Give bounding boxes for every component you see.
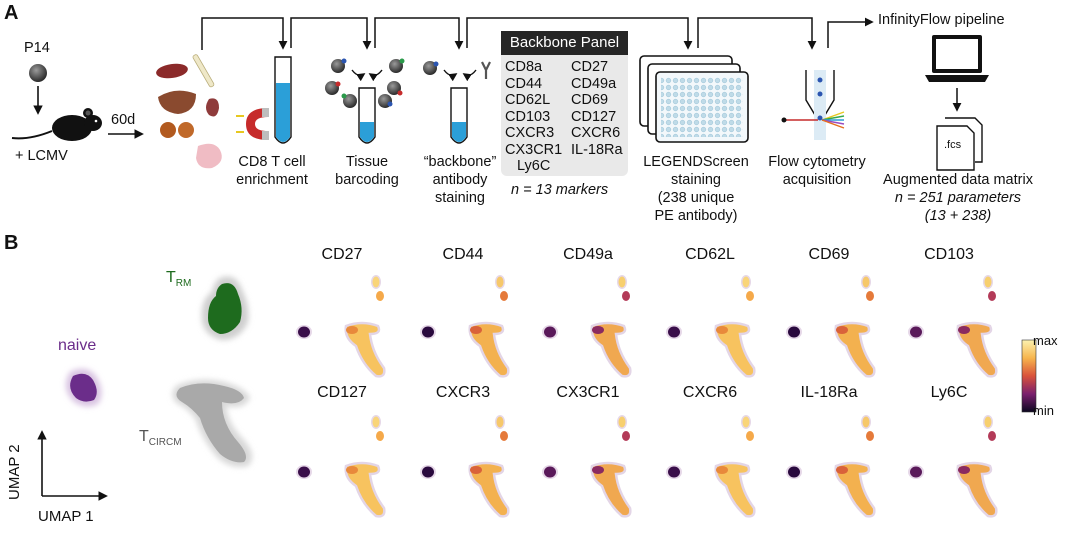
umap-marker-title: CXCR6 <box>682 384 738 401</box>
workflow-arrows <box>201 17 962 112</box>
matrix-label: Augmented data matrix n = 251 parameters… <box>883 172 1033 224</box>
umap-marker-title: IL-18Ra <box>800 384 858 401</box>
backbone-panel-title: Backbone Panel <box>501 31 628 55</box>
legendscreen-plates-icon <box>639 55 749 143</box>
umap-marker-title: CD69 <box>808 246 850 263</box>
umap-marker-title: CD27 <box>321 246 363 263</box>
backbone-marker: CD127 <box>571 108 617 125</box>
tube-staining-icon <box>450 87 468 144</box>
pipeline-label: InfinityFlow pipeline <box>878 12 1005 28</box>
fcs-file-icon <box>936 117 983 171</box>
umap-feature-plot <box>786 415 876 518</box>
day-label: 60d <box>111 112 136 128</box>
umap-marker-title: CXCR3 <box>435 384 491 401</box>
backbone-marker: Ly6C <box>517 158 551 174</box>
fcs-label: .fcs <box>944 139 962 151</box>
mouse-icon <box>11 108 102 141</box>
umap-feature-plot <box>542 275 632 378</box>
umap-feature-plot <box>666 275 756 378</box>
p14-label: P14 <box>24 40 50 56</box>
trm-label: TRM <box>166 269 192 290</box>
backbone-marker: CD69 <box>571 92 609 108</box>
umap-feature-plot <box>296 275 386 378</box>
tube-barcoding-icon <box>358 87 376 144</box>
backbone-marker: CXCR6 <box>571 125 621 141</box>
backbone-marker: CD44 <box>505 75 543 92</box>
antibody-cells-icon <box>423 61 491 82</box>
umap-feature-plot <box>420 415 510 518</box>
backbone-marker: CD49a <box>571 75 617 92</box>
umap-marker-title: CD103 <box>924 246 974 263</box>
tube-enrichment-icon <box>274 56 292 144</box>
umap-marker-title: CD44 <box>442 246 484 263</box>
trm-cluster <box>201 276 249 340</box>
panel-a-letter: A <box>4 2 19 24</box>
umap-marker-title: CD62L <box>685 246 735 263</box>
naive-cluster <box>65 368 102 407</box>
backbone-marker: CD103 <box>505 108 551 125</box>
magnet-icon <box>236 108 269 140</box>
colorbar <box>1021 339 1037 413</box>
tcircm-cluster <box>172 379 253 467</box>
umap-feature-plot <box>786 275 876 378</box>
colorbar-max-label: max <box>1033 333 1058 348</box>
tcircm-label: TCIRCM <box>139 428 182 449</box>
panel-b-letter: B <box>4 232 19 254</box>
barcoded-cells-icon <box>325 58 405 108</box>
umap-y-label: UMAP 2 <box>6 444 23 500</box>
umap-feature-plot <box>666 415 756 518</box>
umap-marker-title: Ly6C <box>930 384 968 401</box>
umap-feature-plot <box>908 275 998 378</box>
backbone-panel-box <box>501 31 628 176</box>
umap-feature-plot <box>908 415 998 518</box>
umap-marker-title: CD49a <box>563 246 613 263</box>
naive-label: naive <box>58 337 97 354</box>
lcmv-label: + LCMV <box>15 148 68 164</box>
backbone-marker: IL-18Ra <box>571 141 623 158</box>
organs-icon <box>156 54 222 169</box>
laptop-icon <box>925 35 989 82</box>
umap-marker-title: CD127 <box>317 384 367 401</box>
umap-feature-plot <box>542 415 632 518</box>
p14-cell-icon <box>29 64 47 82</box>
backbone-marker: CD27 <box>571 59 609 75</box>
flow-cytometer-icon <box>781 70 845 140</box>
umap-marker-title: CX3CR1 <box>556 384 620 401</box>
backbone-marker: CX3CR1 <box>505 141 563 158</box>
umap-feature-plot <box>420 275 510 378</box>
backbone-marker: CD62L <box>505 92 551 108</box>
umap-x-label: UMAP 1 <box>38 508 94 525</box>
umap-feature-plot <box>296 415 386 518</box>
backbone-marker: CD8a <box>505 59 543 75</box>
marker-count: n = 13 markers <box>511 182 609 198</box>
colorbar-min-label: min <box>1033 403 1054 418</box>
backbone-marker: CXCR3 <box>505 125 555 141</box>
